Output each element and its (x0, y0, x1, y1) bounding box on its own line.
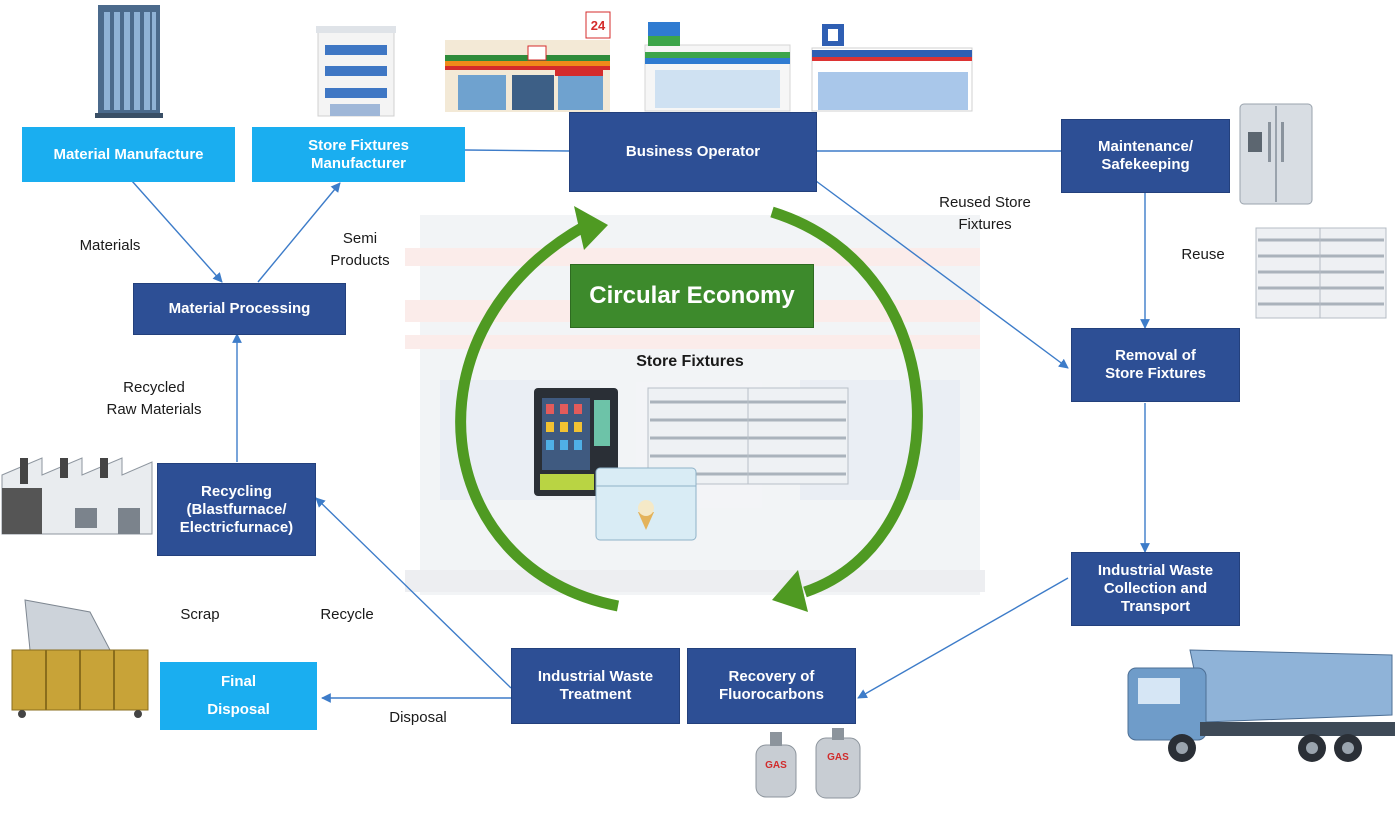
office-building-icon (95, 5, 163, 118)
flow-connectors (131, 149, 1150, 703)
store-fixtures-illustration (534, 387, 849, 541)
factory-building-icon (316, 26, 396, 117)
gas-cylinder-icons: GAS GAS (755, 728, 861, 799)
node-material-processing: Material Processing (133, 283, 346, 335)
edge-label-disposal: Disposal (389, 709, 447, 726)
dump-truck-icon (1127, 649, 1395, 762)
node-recycling: Recycling(Blastfurnace/Electricfurnace) (157, 463, 316, 556)
store-fixtures-label: Store Fixtures (636, 353, 744, 370)
edge-label-scrap: Scrap (180, 606, 220, 623)
refrigerator-icon (1239, 103, 1313, 205)
edge-label-materials: Materials (79, 237, 141, 254)
node-business-operator: Business Operator (569, 112, 817, 192)
circular-economy-title: Circular Economy (570, 264, 814, 328)
circular-arrows (455, 206, 923, 612)
gas-label-2: GAS (827, 752, 849, 763)
scrap-dumpster-icon (11, 599, 149, 718)
convenience-store-icon-2 (644, 22, 791, 112)
gas-label-1: GAS (765, 760, 787, 771)
circular-arrow-head-top (574, 206, 608, 250)
store-sign-text: 24 (591, 18, 606, 33)
circular-arrow-head-bottom (772, 570, 808, 612)
edge-label-recycle: Recycle (320, 606, 374, 623)
convenience-store-icon-1: 24 (445, 11, 611, 112)
node-material-manufacture: Material Manufacture (22, 127, 235, 182)
node-maintenance-safekeeping: Maintenance/Safekeeping (1061, 119, 1230, 193)
edge-label-reuse: Reuse (1181, 246, 1225, 263)
shelf-unit-icon-right (1255, 227, 1387, 319)
recycling-factory-icon (1, 457, 153, 535)
convenience-store-icon-3 (811, 24, 973, 112)
